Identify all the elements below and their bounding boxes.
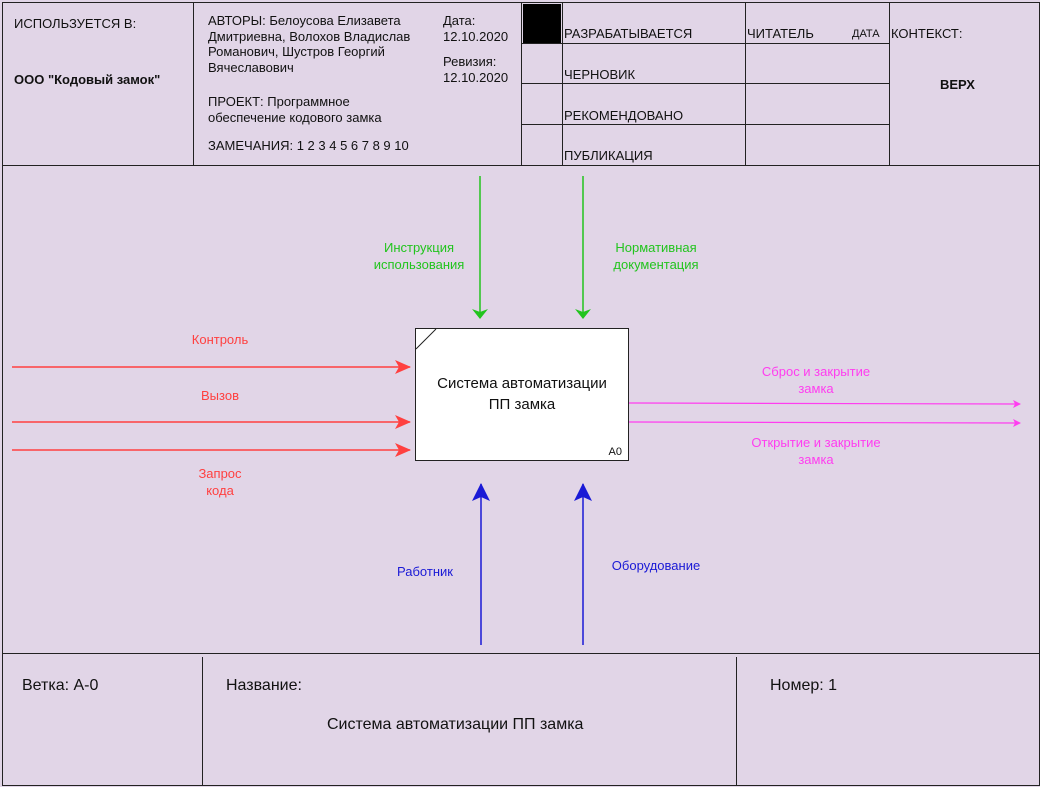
status-row-divider-3: [521, 124, 889, 125]
input-label-call: Вызов: [201, 388, 239, 403]
context-label: КОНТЕКСТ:: [891, 26, 963, 41]
input-label-control: Контроль: [191, 332, 249, 347]
reader-date-label: ДАТА: [852, 28, 880, 40]
date-label: Дата:: [443, 13, 476, 28]
mechanism-label-equipment: Оборудование: [611, 558, 701, 573]
authors-text: АВТОРЫ: Белоусова Елизавета Дмитриевна, …: [208, 13, 411, 75]
output-arrow-reset-close: [627, 399, 1021, 408]
activity-box-a0[interactable]: Система автоматизации ПП замка A0: [415, 328, 629, 461]
input-label-code-request: Запрос кода: [198, 466, 242, 498]
reader-label: ЧИТАТЕЛЬ: [747, 26, 814, 41]
output-arrow-open-close: [627, 418, 1021, 427]
status-row-divider-1: [521, 43, 889, 44]
mechanism-label-worker: Работник: [397, 564, 453, 579]
output-label-reset-close: Сброс и закрытие замка: [761, 364, 871, 396]
header-divider-3: [562, 3, 563, 165]
status-marker-filled: [523, 4, 561, 43]
footer-divider-1: [202, 657, 203, 785]
status-recommended: РЕКОМЕНДОВАНО: [564, 108, 684, 123]
activity-box-title: Система автоматизации ПП замка: [437, 375, 607, 413]
context-value: ВЕРХ: [940, 77, 975, 92]
output-label-open-close: Открытие и закрытие замка: [751, 435, 881, 467]
footer-branch: Ветка: А-0: [22, 677, 99, 694]
project-text: ПРОЕКТ: Программное обеспечение кодового…: [208, 94, 382, 125]
control-label-regulatory-docs: Нормативная документация: [613, 240, 699, 272]
footer-name-value: Система автоматизации ПП замка: [327, 716, 584, 733]
status-draft: ЧЕРНОВИК: [564, 67, 636, 82]
header-divider-4: [745, 3, 746, 165]
footer-number: Номер: 1: [770, 677, 838, 694]
notes-text: ЗАМЕЧАНИЯ: 1 2 3 4 5 6 7 8 9 10: [208, 138, 409, 153]
revision-label: Ревизия:: [443, 54, 497, 69]
date-value: 12.10.2020: [443, 29, 509, 44]
control-label-instruction: Инструкция использования: [373, 240, 465, 272]
organization-name: ООО "Кодовый замок": [14, 72, 161, 87]
header-divider-2: [521, 3, 522, 165]
box-corner-mark: [416, 329, 437, 350]
status-publication: ПУБЛИКАЦИЯ: [564, 148, 653, 163]
footer-divider-2: [736, 657, 737, 785]
activity-box-node-number: A0: [608, 446, 622, 458]
header-divider-1: [193, 3, 194, 165]
revision-value: 12.10.2020: [443, 70, 509, 85]
status-row-divider-2: [521, 83, 889, 84]
footer-name-label: Название:: [226, 677, 302, 694]
status-working: РАЗРАБАТЫВАЕТСЯ: [564, 26, 693, 41]
used-in-label: ИСПОЛЬЗУЕТСЯ В:: [14, 16, 137, 31]
header-divider-5: [889, 3, 890, 165]
